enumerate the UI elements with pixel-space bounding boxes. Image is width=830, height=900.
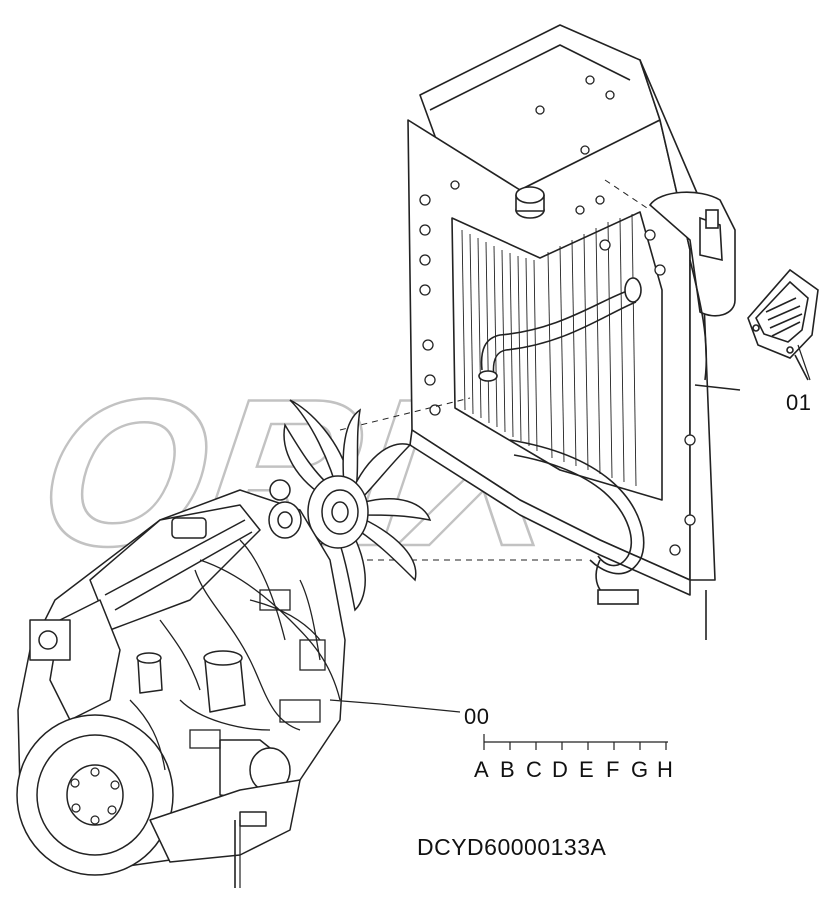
upper-radiator-hose xyxy=(478,277,642,382)
scale-letter-d: D xyxy=(552,757,568,782)
scale-bar xyxy=(483,734,668,750)
callout-00: 00 xyxy=(464,704,490,729)
engine-piping xyxy=(129,539,341,771)
oil-pan xyxy=(149,779,301,863)
scale-letter-c: C xyxy=(526,757,542,782)
document-id: DCYD60000133A xyxy=(417,834,607,860)
scale-letter-a: A xyxy=(474,757,489,782)
leader-line-01 xyxy=(797,344,811,381)
reserve-tank xyxy=(648,191,741,391)
scale-letter-h: H xyxy=(657,757,673,782)
part-01-cover xyxy=(747,268,819,381)
alignment-lines xyxy=(339,179,651,561)
scale-letter-f: F xyxy=(606,757,619,782)
lower-radiator-hose xyxy=(509,439,645,605)
scale-letter-g: G xyxy=(631,757,648,782)
radiator-assembly xyxy=(407,24,716,596)
callout-01: 01 xyxy=(786,390,812,415)
oil-filler-cap xyxy=(171,517,207,539)
frame-bolts xyxy=(419,75,696,556)
leader-line-00 xyxy=(329,699,461,713)
flywheel-bolts xyxy=(70,767,120,825)
scale-letter-e: E xyxy=(579,757,594,782)
scale-letters: A B C D E F G H xyxy=(474,757,673,782)
engine-assembly xyxy=(16,479,346,876)
scale-letter-b: B xyxy=(500,757,515,782)
radiator-fins xyxy=(461,213,637,487)
